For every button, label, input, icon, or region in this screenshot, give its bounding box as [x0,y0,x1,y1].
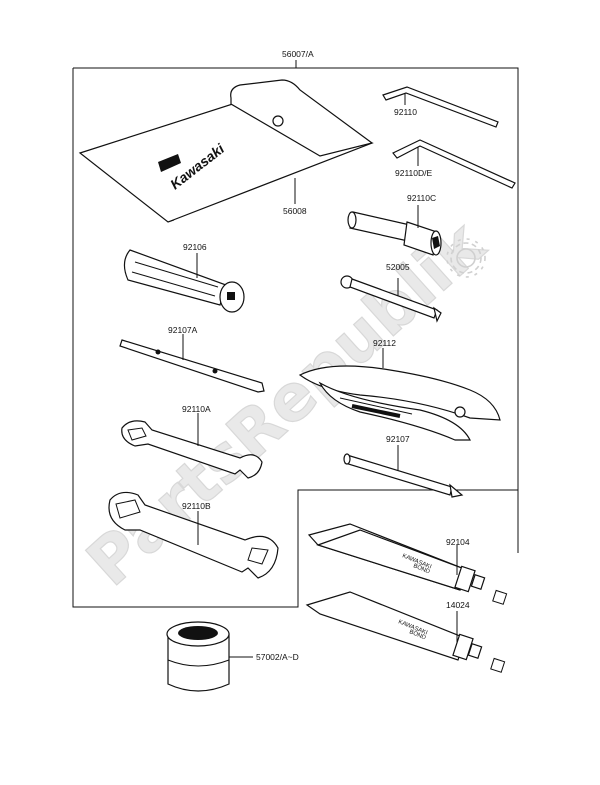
label-92110b: 92110B [182,501,211,511]
hex-wrench-large [392,139,516,189]
grease-can [166,621,230,692]
label-92110c: 92110C [407,193,436,203]
sealant-tube-lower: KAWASAKI BOND [305,591,506,673]
label-92106: 92106 [183,242,207,252]
screwdriver-bit [343,453,464,498]
label-57002-a-d: 57002/A~D [256,652,299,662]
label-92104: 92104 [446,537,470,547]
spark-plug-wrench-bar [340,275,442,323]
label-52005: 52005 [386,262,410,272]
tool-pouch: Kawasaki [78,79,374,223]
hex-wrench-small [382,86,499,128]
label-92107a: 92107A [168,325,198,335]
socket-wrench [347,211,442,256]
pliers [298,365,501,441]
label-92112: 92112 [373,338,396,348]
sealant-tube-upper: KAWASAKI BOND [307,523,508,605]
label-14024: 14024 [446,600,470,610]
label-92110a: 92110A [182,404,211,414]
label-56008: 56008 [283,206,307,216]
watermark-gear-icon [446,238,486,278]
kit-frame [73,67,519,553]
label-92110d-e: 92110D/E [395,168,433,178]
label-92107: 92107 [386,434,410,444]
open-end-wrench-small [121,420,263,479]
label-92110: 92110 [394,107,417,117]
open-end-wrench-large [108,491,279,579]
label-56007-a: 56007/A [282,49,314,59]
screwdriver-blade [119,339,265,393]
screwdriver-handle [123,249,245,313]
